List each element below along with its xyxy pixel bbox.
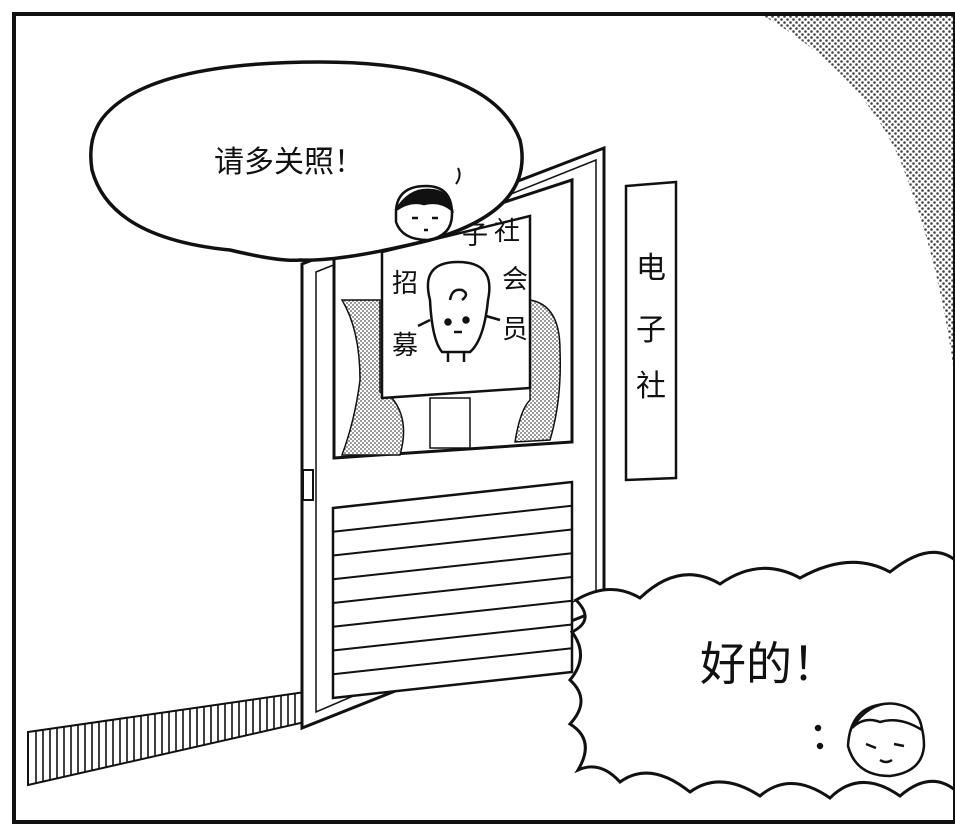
speech-text-top: 请多关照！ [214,145,364,180]
vent-slat [332,576,573,604]
character-corner [814,702,926,778]
vent-slat [332,528,573,557]
door-handle [302,469,314,501]
poster-right-char-3: 员 [502,315,528,345]
speech-bubble-top: 请多关照！ [89,60,524,263]
club-sign-char-2: 社 [636,369,666,404]
silhouette-right [514,299,562,443]
vent-slat [332,552,573,581]
vent-slat [332,623,573,652]
vent-slat [332,647,573,676]
poster-left-char-1: 募 [392,331,418,361]
screentone-corner [760,14,955,380]
silhouette-left [340,299,405,456]
recruit-poster: 招 募 子 社 会 员 [380,214,532,400]
vent-slat [332,599,573,628]
speech-text-bottom: 好的！ [700,637,838,691]
panel-border [12,12,955,824]
club-sign-char-1: 子 [636,313,666,348]
poster-right-char-2: 会 [502,265,528,295]
vent-slat [332,504,573,533]
character-peeking [394,167,461,242]
baseboard [27,690,306,787]
poster-right-char-1: 社 [494,217,520,247]
poster-left-char-0: 招 [392,269,418,299]
mascot-figure [417,260,501,362]
club-sign-char-0: 电 [636,251,666,286]
club-sign: 电 子 社 [624,180,678,482]
